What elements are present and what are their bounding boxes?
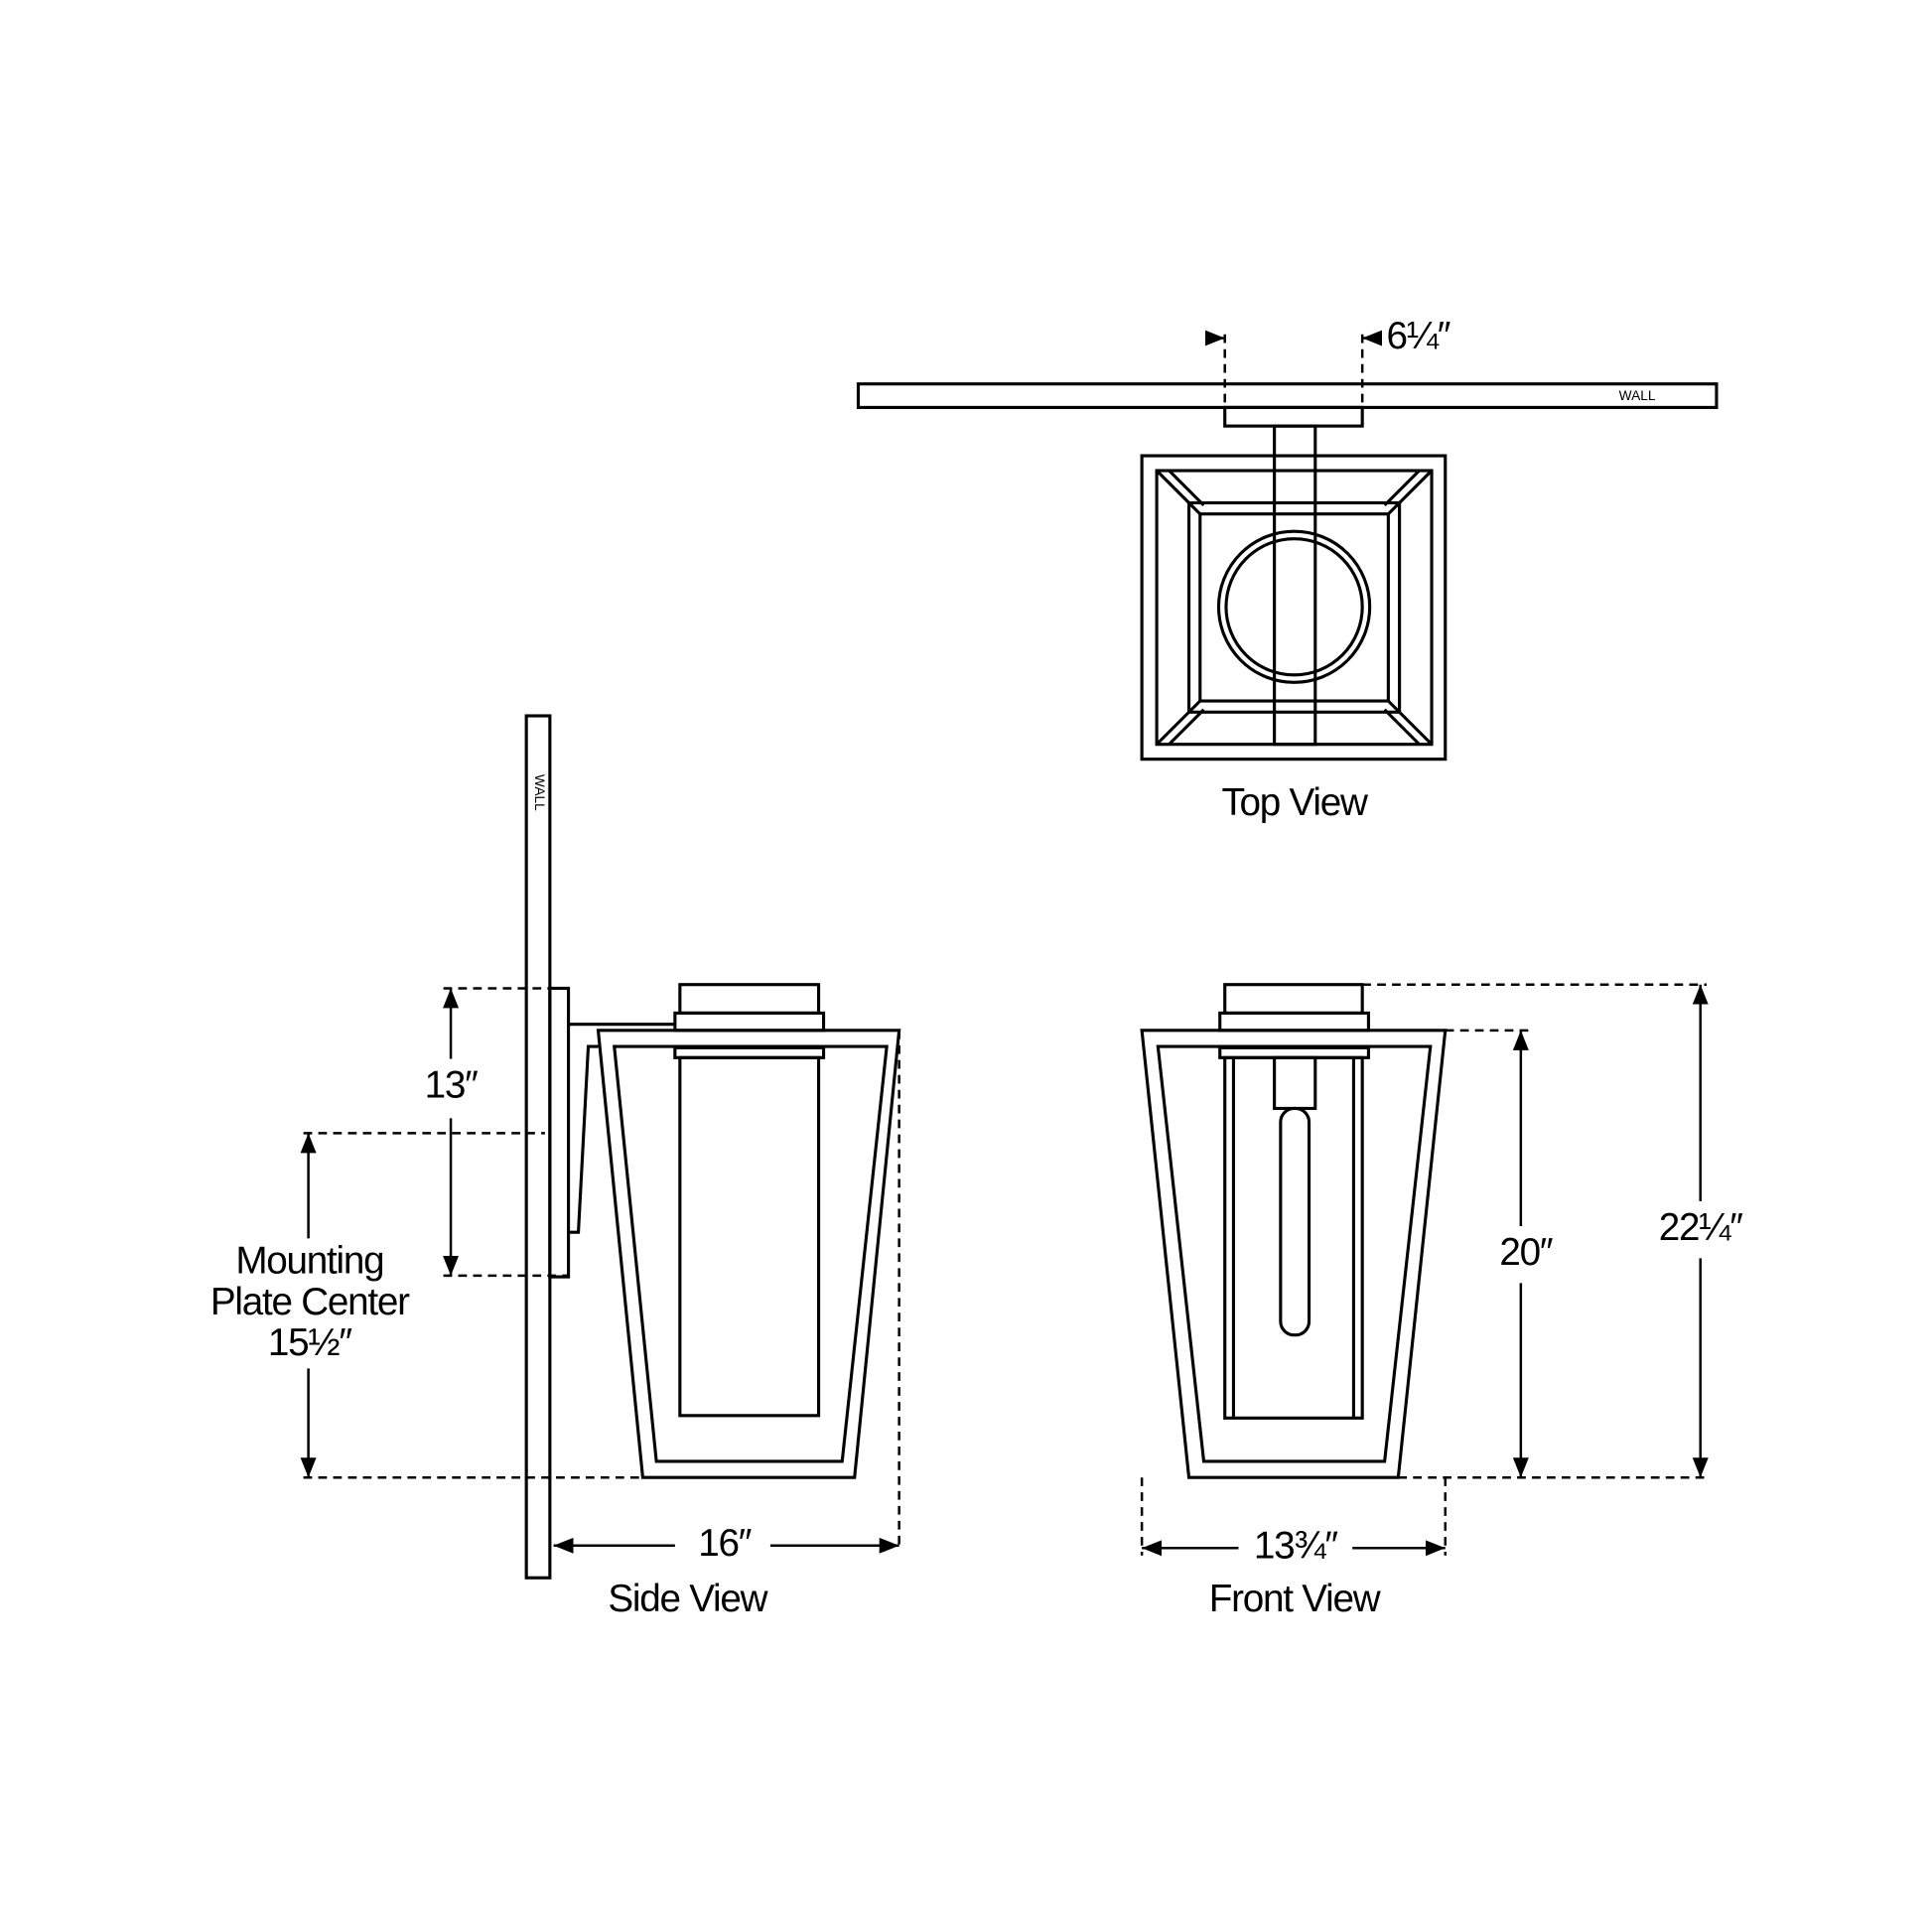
- wall-label: WALL: [532, 774, 547, 811]
- mounting-label-line1: Mounting: [235, 1240, 383, 1283]
- front-view: 20″ 22¼″ 13¾″ Front View: [1140, 983, 1744, 1620]
- plate-height-dimension: 13″: [425, 1063, 479, 1106]
- overall-height-dimension: 22¼″: [1659, 1206, 1742, 1249]
- arm: [1273, 424, 1317, 747]
- mounting-label-line2: Plate Center: [210, 1281, 410, 1323]
- front-view-title: Front View: [1209, 1578, 1382, 1620]
- mounting-center-dimension: 15½″: [268, 1321, 351, 1364]
- socket: [1273, 1055, 1317, 1111]
- wall-section: [856, 382, 1719, 409]
- top-view: WALL 6¼″ Top View: [856, 315, 1719, 824]
- side-view: WALL 13″ Mounting Plate Center 15½″ 16″ …: [210, 714, 901, 1620]
- glass: [1223, 1055, 1364, 1420]
- mounting-plate: [1223, 405, 1364, 428]
- plate-width-dimension: 6¼″: [1386, 315, 1449, 357]
- top-view-title: Top View: [1221, 781, 1369, 824]
- canopy-circle: [1216, 529, 1372, 684]
- wall-section: [524, 714, 552, 1580]
- shade-height-dimension: 20″: [1499, 1231, 1553, 1274]
- glass: [678, 1055, 821, 1418]
- backplate: [548, 986, 571, 1279]
- bulb: [1279, 1106, 1311, 1337]
- extension-dimension: 16″: [698, 1522, 752, 1565]
- wall-label: WALL: [1619, 388, 1656, 403]
- width-dimension: 13¾″: [1254, 1525, 1337, 1568]
- lantern-top-outline: [1140, 454, 1448, 761]
- lantern-frame: [596, 1029, 901, 1479]
- lantern-frame: [1140, 1029, 1448, 1479]
- side-view-title: Side View: [608, 1578, 768, 1620]
